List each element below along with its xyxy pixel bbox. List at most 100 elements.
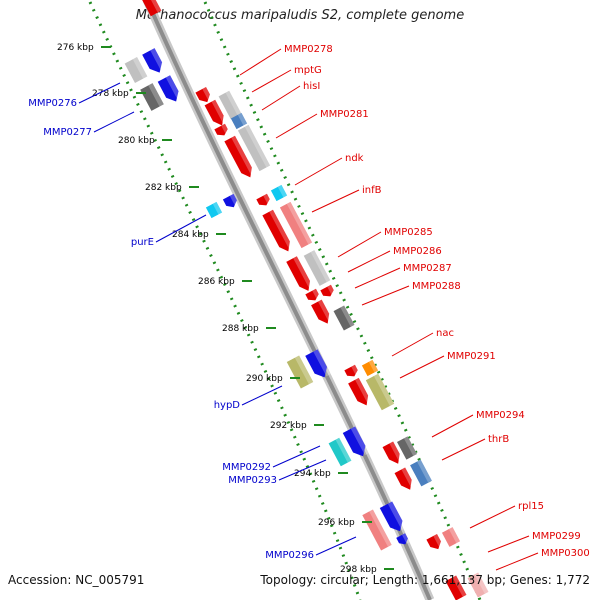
gene-feature	[230, 112, 248, 130]
gene-feature	[348, 377, 372, 406]
gene-feature	[305, 288, 321, 301]
gene-label-reverse: MMP0276	[28, 98, 77, 109]
label-leader	[311, 189, 360, 213]
tick-label: 290 kbp	[246, 374, 283, 384]
gene-label-forward: nac	[436, 328, 454, 339]
gene-label-reverse: MMP0292	[222, 462, 271, 473]
gene-labels: MMP0278mptGhisIMMP0281ndkinfBMMP0285MMP0…	[28, 44, 590, 561]
gene-feature	[365, 373, 395, 411]
label-leader	[78, 82, 121, 104]
gene-feature	[361, 359, 379, 377]
gene-label-forward: MMP0285	[384, 227, 433, 238]
gene-features	[124, 0, 489, 600]
label-leaders	[78, 48, 539, 571]
gene-feature	[286, 355, 314, 389]
tick-label: 288 kbp	[222, 324, 259, 334]
gene-feature	[410, 459, 432, 487]
gene-label-forward: MMP0294	[476, 410, 525, 421]
gene-feature	[394, 467, 416, 490]
label-leader	[354, 267, 401, 289]
gene-label-reverse: hypD	[214, 400, 241, 411]
gene-feature	[256, 193, 272, 206]
gene-feature	[303, 250, 331, 286]
label-leader	[487, 535, 530, 553]
label-leader	[361, 285, 410, 306]
label-leader	[278, 459, 327, 481]
gene-feature	[362, 509, 392, 551]
label-leader	[261, 85, 301, 111]
gene-feature	[333, 305, 355, 331]
tick-label: 294 kbp	[294, 469, 331, 479]
gene-feature	[138, 0, 162, 17]
gene-label-forward: MMP0288	[412, 281, 461, 292]
label-leader	[391, 332, 434, 357]
tick-label: 282 kbp	[145, 183, 182, 193]
gene-feature	[342, 426, 370, 457]
label-leader	[431, 414, 474, 438]
gene-feature	[426, 534, 444, 550]
topology-summary: Topology: circular; Length: 1,661,137 bp…	[260, 573, 590, 587]
gene-feature	[140, 83, 164, 111]
gene-feature	[445, 575, 467, 600]
gene-feature	[382, 441, 404, 464]
gene-feature	[214, 123, 230, 136]
label-leader	[337, 231, 382, 258]
gene-label-forward: MMP0291	[447, 351, 496, 362]
label-leader	[251, 69, 292, 93]
label-leader	[347, 250, 391, 273]
gene-feature	[124, 57, 148, 83]
gene-feature	[396, 533, 410, 545]
gene-label-reverse: MMP0296	[265, 550, 314, 561]
label-leader	[93, 111, 135, 133]
gene-feature	[218, 90, 242, 120]
gene-feature	[205, 201, 223, 219]
gene-label-forward: mptG	[294, 65, 322, 76]
gene-feature	[379, 501, 407, 532]
tick-label: 298 kbp	[340, 565, 377, 575]
gene-label-forward: ndk	[345, 153, 364, 164]
gene-label-reverse: MMP0293	[228, 475, 277, 486]
gene-feature	[311, 299, 333, 324]
label-leader	[272, 445, 321, 468]
gene-feature	[279, 201, 313, 249]
tick-label: 292 kbp	[270, 421, 307, 431]
tick-label: 296 kbp	[318, 518, 355, 528]
label-leader	[315, 536, 357, 556]
gene-feature	[320, 284, 336, 297]
tick-label: 276 kbp	[57, 43, 94, 53]
gene-feature	[467, 572, 489, 598]
label-leader	[469, 505, 516, 529]
gene-label-forward: infB	[362, 185, 382, 196]
tick-label: 278 kbp	[92, 89, 129, 99]
label-leader	[239, 48, 282, 76]
gene-label-forward: MMP0281	[320, 109, 369, 120]
gene-label-forward: MMP0299	[532, 531, 581, 542]
accession-text: Accession: NC_005791	[8, 573, 145, 587]
gene-label-forward: MMP0300	[541, 548, 590, 559]
gene-feature	[305, 349, 331, 378]
gene-label-forward: rpl15	[518, 501, 544, 512]
gene-label-forward: hisI	[303, 81, 320, 92]
tick-label: 284 kbp	[172, 230, 209, 240]
label-leader	[441, 438, 486, 461]
gene-feature	[224, 135, 256, 178]
gene-feature	[195, 87, 213, 103]
gene-feature	[222, 193, 240, 208]
gene-feature	[237, 124, 271, 172]
gene-feature	[286, 256, 314, 291]
outer-dotted-track	[203, 1, 482, 600]
gene-label-forward: thrB	[488, 434, 509, 445]
gene-feature	[270, 184, 288, 202]
label-leader	[399, 355, 445, 379]
gene-label-forward: MMP0286	[393, 246, 442, 257]
gene-feature	[328, 437, 352, 467]
gene-feature	[344, 364, 360, 377]
label-leader	[294, 157, 343, 186]
gene-label-reverse: MMP0277	[43, 127, 92, 138]
gene-feature	[204, 99, 228, 126]
label-leader	[275, 113, 318, 139]
tick-label: 280 kbp	[118, 136, 155, 146]
map-title: Methanococcus maripaludis S2, complete g…	[135, 8, 465, 23]
